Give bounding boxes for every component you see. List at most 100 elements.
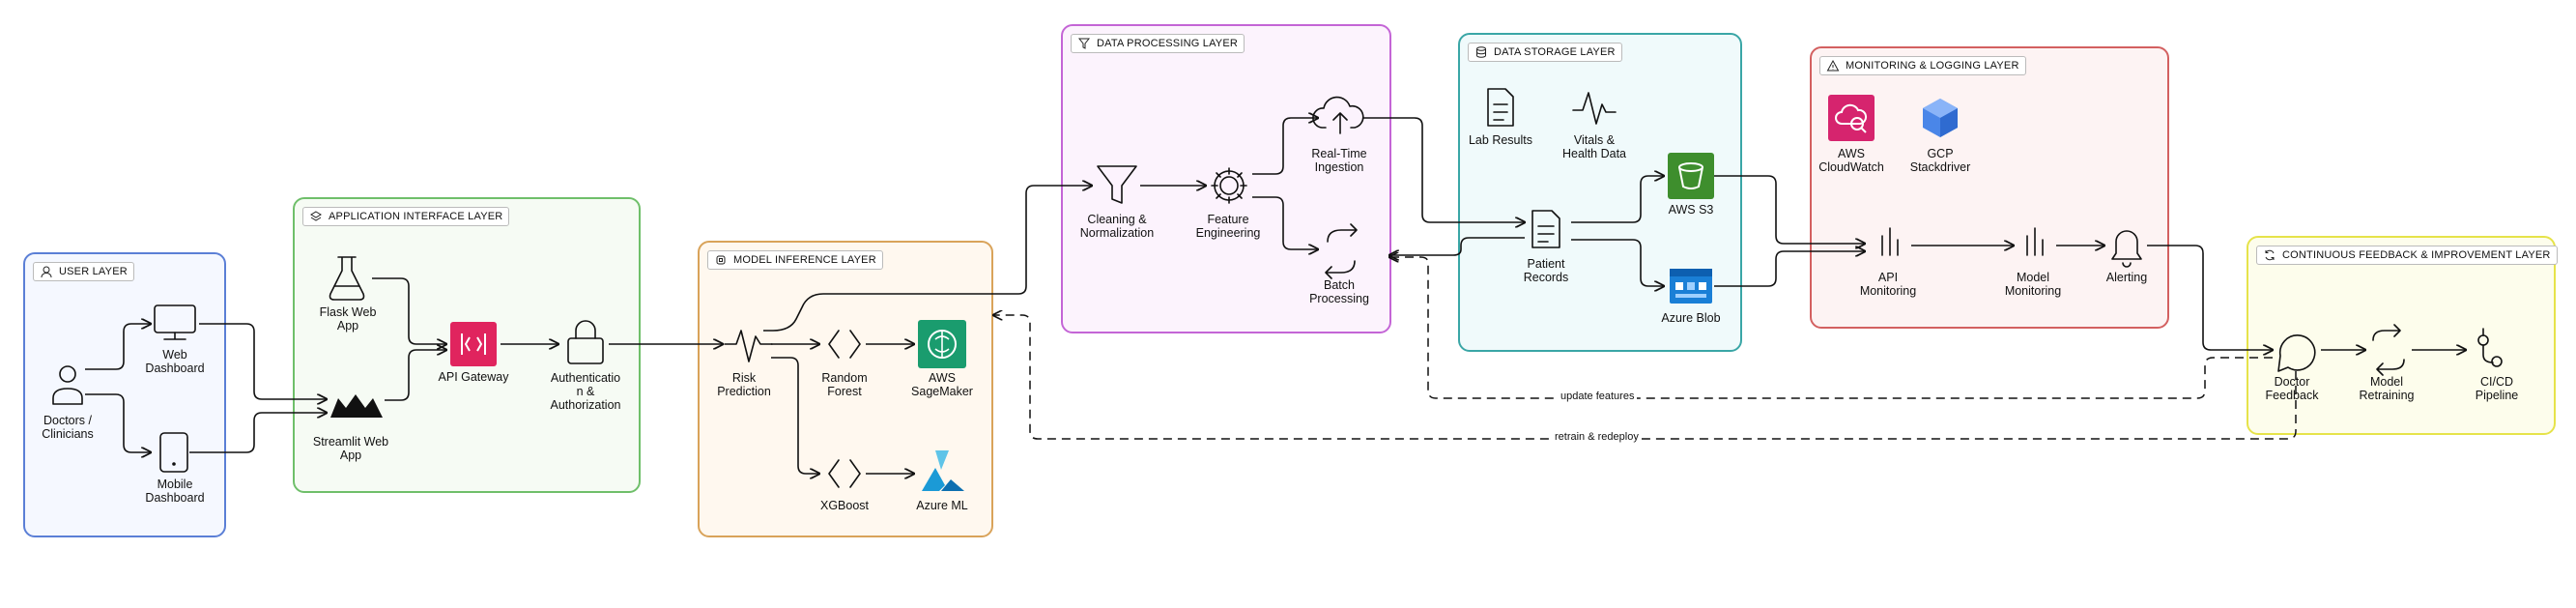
web-dashboard-label: Web Dashboard: [145, 348, 205, 375]
vitals-icon: [1572, 92, 1617, 125]
authentication-authorization-label: Authenticatio n & Authorization: [550, 371, 621, 412]
azure-blob-label: Azure Blob: [1661, 311, 1721, 325]
batch-cycle-icon: [1325, 223, 1358, 279]
api-monitoring-label: API Monitoring: [1859, 271, 1917, 298]
streamlit-web-app[interactable]: Streamlit Web App: [293, 435, 409, 462]
storage-layer-title: DATA STORAGE LAYER: [1468, 43, 1622, 62]
doctor-feedback[interactable]: Doctor Feedback: [2234, 375, 2350, 402]
lab-results[interactable]: Lab Results: [1443, 133, 1559, 147]
retraining-icon: [2372, 324, 2405, 376]
risk-prediction[interactable]: Risk Prediction: [686, 371, 802, 398]
random-forest-label: Random Forest: [821, 371, 868, 398]
streamlit-icon: [329, 389, 385, 423]
mobile-dashboard[interactable]: Mobile Dashboard: [117, 478, 233, 505]
user-icon: [41, 266, 52, 278]
retrain-redeploy-label: retrain & redeploy: [1552, 431, 1642, 443]
web-dashboard[interactable]: Web Dashboard: [117, 348, 233, 375]
batch-processing[interactable]: Batch Processing: [1281, 278, 1397, 305]
user-layer-label: USER LAYER: [59, 266, 128, 277]
aws-cloudwatch[interactable]: AWS CloudWatch: [1793, 147, 1909, 174]
cleaning-normalization-label: Cleaning & Normalization: [1079, 213, 1155, 240]
real-time-ingestion-label: Real-Time Ingestion: [1311, 147, 1367, 174]
cloudwatch-icon: [1828, 95, 1875, 141]
lab-results-label: Lab Results: [1468, 133, 1532, 147]
data-layer: DATA PROCESSING LAYER: [1061, 24, 1391, 333]
monitoring-layer-title: MONITORING & LOGGING LAYER: [1819, 56, 2026, 75]
vitals-health-data-label: Vitals & Health Data: [1561, 133, 1626, 160]
random-forest[interactable]: Random Forest: [787, 371, 902, 398]
layers-icon: [310, 211, 322, 221]
mobile-dashboard-label: Mobile Dashboard: [145, 478, 205, 505]
doctors-clinicians[interactable]: Doctors / Clinicians: [10, 414, 126, 441]
aws-s3-icon: [1668, 153, 1714, 199]
database-icon: [1476, 46, 1486, 58]
model-layer-label: MODEL INFERENCE LAYER: [733, 254, 876, 266]
api-gateway-label: API Gateway: [438, 370, 509, 384]
model-monitoring[interactable]: Model Monitoring: [1975, 271, 2091, 298]
aws-cloudwatch-label: AWS CloudWatch: [1818, 147, 1884, 174]
patient-record-icon: [1531, 210, 1560, 248]
real-time-ingestion[interactable]: Real-Time Ingestion: [1281, 147, 1397, 174]
monitoring-layer: MONITORING & LOGGING LAYER: [1810, 46, 2169, 329]
api-monitoring[interactable]: API Monitoring: [1830, 271, 1946, 298]
authentication-authorization[interactable]: Authenticatio n & Authorization: [528, 371, 644, 412]
flask-web-app-label: Flask Web App: [319, 305, 377, 333]
api-gateway[interactable]: API Gateway: [415, 370, 531, 384]
update-features-label: update features: [1558, 391, 1638, 402]
model-layer-title: MODEL INFERENCE LAYER: [707, 250, 883, 270]
pulse-icon: [724, 330, 773, 362]
app-layer-label: APPLICATION INTERFACE LAYER: [329, 211, 503, 222]
patient-records[interactable]: Patient Records: [1488, 257, 1604, 284]
storage-layer-label: DATA STORAGE LAYER: [1494, 46, 1616, 58]
xgboost-label: XGBoost: [819, 499, 870, 512]
alerting[interactable]: Alerting: [2069, 271, 2185, 284]
cicd-pipeline[interactable]: CI/CD Pipeline: [2439, 375, 2555, 402]
data-layer-label: DATA PROCESSING LAYER: [1097, 38, 1239, 49]
filter-icon: [1077, 38, 1091, 49]
model-monitoring-icon: [2026, 227, 2044, 256]
streamlit-web-app-label: Streamlit Web App: [312, 435, 389, 462]
gear-icon: [1211, 167, 1247, 204]
aws-sagemaker-label: AWS SageMaker: [911, 371, 973, 398]
gcp-stackdriver[interactable]: GCP Stackdriver: [1882, 147, 1998, 174]
azure-ml-icon: [918, 449, 966, 493]
api-monitoring-icon: [1881, 227, 1899, 256]
alerting-label: Alerting: [2105, 271, 2148, 284]
chat-bubble-icon: [2277, 334, 2316, 372]
stackdriver-icon: [1919, 97, 1961, 139]
azure-ml[interactable]: Azure ML: [884, 499, 1000, 512]
doctor-icon: [52, 365, 83, 405]
batch-processing-label: Batch Processing: [1309, 278, 1369, 305]
flask-icon: [329, 256, 365, 301]
azure-blob-icon: [1668, 267, 1714, 305]
aws-s3-label: AWS S3: [1668, 203, 1714, 217]
monitor-icon: [154, 304, 196, 340]
model-monitoring-label: Model Monitoring: [2004, 271, 2062, 298]
lock-icon: [567, 320, 604, 364]
cleaning-normalization[interactable]: Cleaning & Normalization: [1059, 213, 1175, 240]
aws-s3[interactable]: AWS S3: [1633, 203, 1749, 217]
xgboost[interactable]: XGBoost: [787, 499, 902, 512]
chip-icon: [716, 255, 726, 265]
user-layer-title: USER LAYER: [33, 262, 134, 281]
user-layer: USER LAYER: [23, 252, 226, 537]
model-retraining[interactable]: Model Retraining: [2329, 375, 2445, 402]
feedback-layer-label: CONTINUOUS FEEDBACK & IMPROVEMENT LAYER: [2282, 249, 2551, 261]
refresh-icon: [2265, 249, 2275, 261]
risk-prediction-label: Risk Prediction: [717, 371, 771, 398]
api-gateway-icon: [450, 322, 497, 366]
brackets-icon-2: [828, 459, 861, 488]
feedback-layer-title: CONTINUOUS FEEDBACK & IMPROVEMENT LAYER: [2256, 246, 2558, 265]
data-layer-title: DATA PROCESSING LAYER: [1071, 34, 1245, 53]
feature-engineering[interactable]: Feature Engineering: [1170, 213, 1286, 240]
cloud-upload-icon: [1312, 96, 1364, 134]
azure-ml-label: Azure ML: [916, 499, 968, 512]
app-layer-title: APPLICATION INTERFACE LAYER: [302, 207, 510, 226]
aws-sagemaker[interactable]: AWS SageMaker: [884, 371, 1000, 398]
azure-blob[interactable]: Azure Blob: [1633, 311, 1749, 325]
vitals-health-data[interactable]: Vitals & Health Data: [1536, 133, 1652, 160]
model-retraining-label: Model Retraining: [2359, 375, 2415, 402]
warning-icon: [1826, 59, 1840, 72]
flask-web-app[interactable]: Flask Web App: [290, 305, 406, 333]
